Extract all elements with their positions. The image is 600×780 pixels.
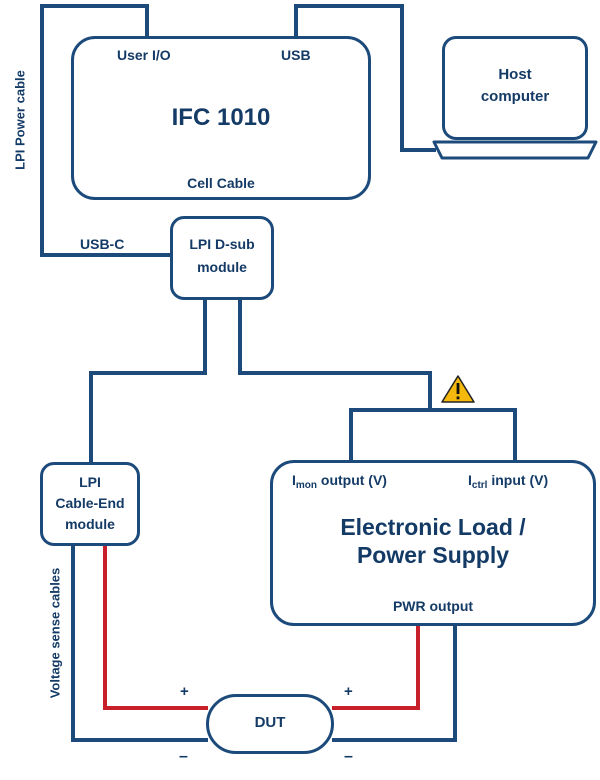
load-title-line1: Electronic Load /: [340, 514, 526, 540]
cable-end-label-line1: LPI: [79, 474, 101, 490]
cable-end-label-line3: module: [65, 516, 115, 532]
ifc-1010-box: [71, 36, 371, 200]
minus-left-mark: –: [179, 748, 188, 765]
imon-output-label: Imon output (V): [292, 472, 387, 491]
usb-port-label: USB: [281, 47, 311, 63]
positive-wire-right: [332, 626, 420, 710]
ifc-title: IFC 1010: [171, 104, 271, 131]
load-title-line2: Power Supply: [356, 542, 510, 568]
minus-right-mark: –: [344, 748, 353, 765]
plus-left-mark: +: [180, 683, 189, 700]
dut-label: DUT: [254, 714, 286, 731]
laptop-base: [432, 140, 598, 160]
dsub-label-line1: LPI D-sub: [189, 236, 255, 252]
pwr-output-label: PWR output: [392, 598, 474, 614]
dsub-to-cable-end-wire: [89, 300, 207, 463]
negative-wire-right: [332, 626, 457, 742]
positive-wire-left: [103, 545, 208, 710]
lpi-power-cable-label: LPI Power cable: [12, 70, 28, 170]
imon-main: I: [292, 472, 296, 488]
dsub-label-line2: module: [197, 259, 247, 275]
load-control-wires: [349, 408, 517, 462]
imon-sub: mon: [295, 480, 317, 491]
ictrl-rest: input (V): [487, 472, 549, 488]
imon-rest: output (V): [317, 472, 387, 488]
lpi-dsub-module-box: [170, 216, 274, 300]
ictrl-sub: ctrl: [471, 480, 488, 491]
usb-c-label: USB-C: [80, 236, 125, 252]
lpi-cable-end-module-box: [40, 462, 140, 546]
usb-cable-wire: [294, 4, 436, 152]
voltage-sense-cables-label: Voltage sense cables: [47, 567, 63, 699]
ictrl-main: I: [468, 472, 472, 488]
electronic-load-box: [270, 460, 596, 626]
cell-cable-label: Cell Cable: [187, 175, 255, 191]
ictrl-input-label: Ictrl input (V): [468, 472, 548, 491]
host-computer-label-line1: Host: [498, 66, 532, 83]
host-computer-screen: [442, 36, 588, 140]
plus-right-mark: +: [344, 683, 353, 700]
cable-end-label-line2: Cable-End: [55, 495, 125, 511]
host-computer-label-line2: computer: [480, 88, 550, 105]
lpi-power-cable-wire: [40, 4, 172, 257]
dsub-to-load-wire: [238, 300, 432, 410]
negative-wire-left: [71, 545, 208, 742]
warning-triangle-icon: [441, 375, 475, 403]
user-io-label: User I/O: [117, 47, 171, 63]
dut-box: [206, 694, 334, 754]
